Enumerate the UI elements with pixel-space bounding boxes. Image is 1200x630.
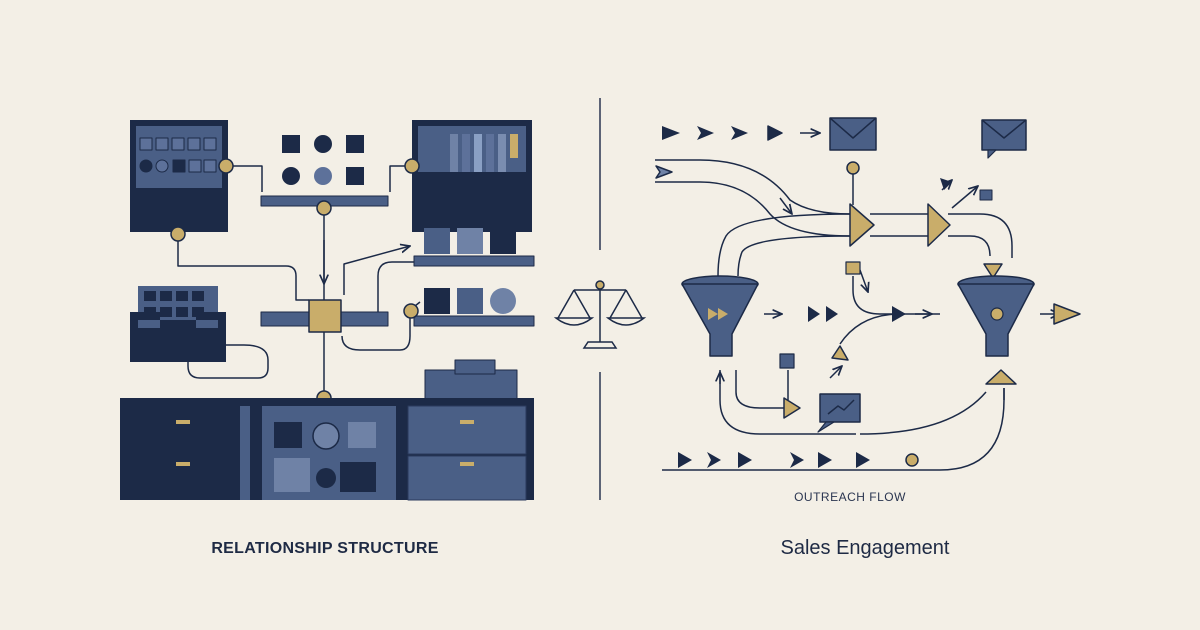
outreach-flow-label: OUTREACH FLOW xyxy=(794,490,906,504)
node-icon xyxy=(846,161,860,175)
right-panel-caption: Sales Engagement xyxy=(780,537,950,559)
shelf-middle-right-lower xyxy=(413,288,535,327)
arrow-icon xyxy=(678,178,952,468)
flow-pipes xyxy=(655,159,1013,471)
node-icon xyxy=(170,158,420,406)
cabinet-icon xyxy=(130,286,226,362)
dashboard-block-top-left xyxy=(130,120,228,232)
connector-lines xyxy=(177,165,421,396)
funnel-icon xyxy=(957,275,1035,357)
shape-shelf-top xyxy=(260,135,389,207)
envelope-icon xyxy=(981,119,1027,159)
shelf-middle-right-upper xyxy=(413,228,535,267)
relationship-structure-diagram xyxy=(120,120,535,501)
sales-engagement-flow xyxy=(655,117,1081,471)
node-icon xyxy=(905,453,919,467)
funnel-icon xyxy=(681,275,759,357)
central-hub xyxy=(260,299,389,333)
bottom-workstation xyxy=(120,359,534,501)
envelope-icon xyxy=(829,117,877,151)
arrow-icon xyxy=(655,165,1081,419)
left-panel-caption: RELATIONSHIP STRUCTURE xyxy=(211,540,439,557)
arrow-icon xyxy=(662,126,748,140)
chat-chart-icon xyxy=(817,393,861,433)
bar-panel-top-right xyxy=(412,120,532,232)
balance-scale-icon xyxy=(553,280,647,349)
